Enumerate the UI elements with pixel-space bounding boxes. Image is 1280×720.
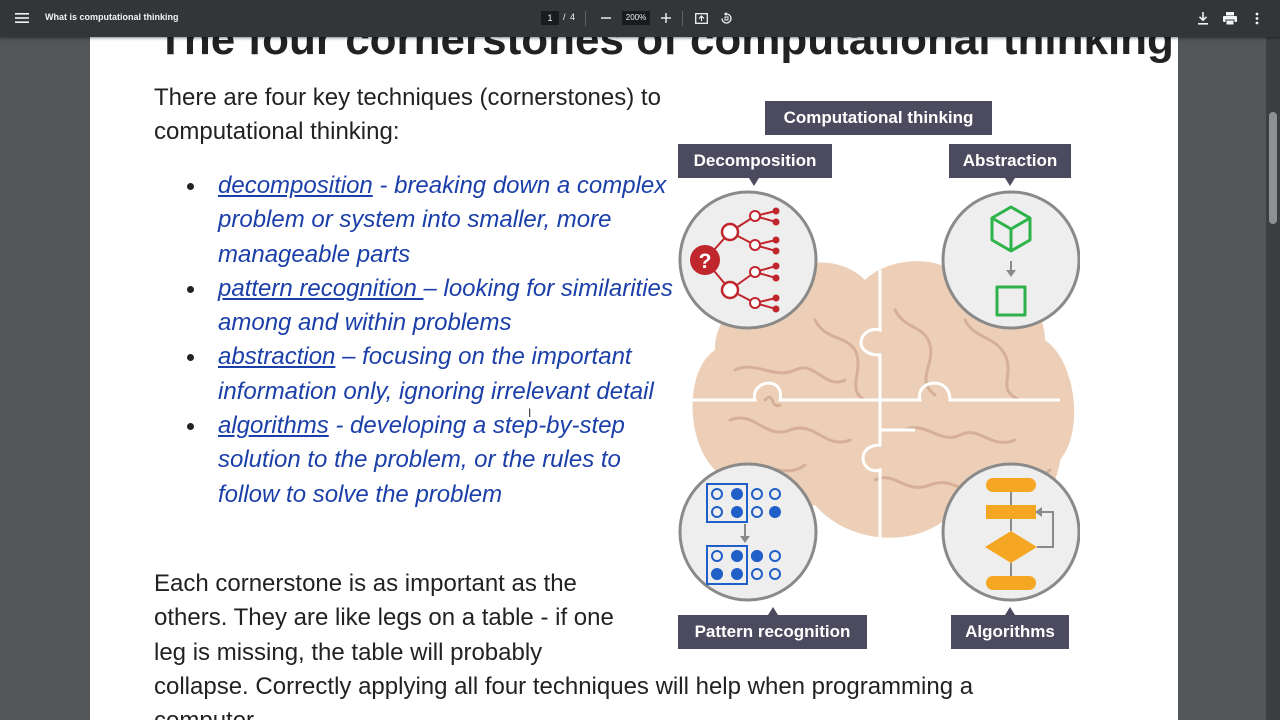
- list-item: decomposition - breaking down a complex …: [154, 169, 674, 272]
- term-description: - developing a step-by-step solution to …: [218, 412, 625, 508]
- list-item: algorithms - developing a step-by-step s…: [154, 409, 674, 512]
- diagram-title-label: Computational thinking: [765, 101, 992, 135]
- algorithms-label: Algorithms: [951, 615, 1069, 649]
- pattern-recognition-icon: [678, 462, 818, 602]
- algorithms-icon: [941, 462, 1080, 602]
- vertical-scrollbar[interactable]: [1266, 37, 1280, 720]
- text-cursor-icon: I: [528, 406, 532, 420]
- toolbar-divider: [682, 11, 683, 26]
- term-link[interactable]: abstraction: [218, 343, 336, 371]
- body-paragraph: Each cornerstone is as important as the …: [154, 570, 614, 666]
- term-link[interactable]: decomposition: [218, 172, 373, 199]
- bullet-dot: [187, 354, 194, 362]
- menu-icon[interactable]: [10, 6, 34, 30]
- term-description: - breaking down a complex problem or sys…: [218, 172, 667, 268]
- list-item: pattern recognition – looking for simila…: [154, 272, 674, 341]
- pattern-recognition-label: Pattern recognition: [678, 615, 867, 649]
- bullet-dot: [187, 285, 194, 293]
- cornerstone-list: decomposition - breaking down a complex …: [154, 169, 674, 512]
- more-options-icon[interactable]: [1245, 6, 1269, 30]
- pdf-toolbar: What is computational thinking 1 / 4 200…: [0, 0, 1280, 37]
- scrollbar-thumb[interactable]: [1269, 112, 1277, 224]
- print-icon[interactable]: [1218, 6, 1242, 30]
- document-title: What is computational thinking: [45, 12, 179, 22]
- term-description: – focusing on the important information …: [218, 343, 654, 405]
- term-description: – looking for similarities among and wit…: [218, 274, 673, 337]
- decomposition-label: Decomposition: [678, 144, 832, 178]
- decomposition-icon: ?: [678, 190, 818, 330]
- bullet-dot: [187, 423, 194, 431]
- term-link[interactable]: algorithms: [218, 412, 329, 440]
- term-link[interactable]: pattern recognition: [218, 274, 424, 302]
- rotate-icon[interactable]: [714, 6, 738, 30]
- page-total: 4: [570, 12, 576, 22]
- zoom-in-icon[interactable]: [654, 6, 678, 30]
- diagram-graphic: ?: [678, 178, 1080, 615]
- page-number-input[interactable]: 1: [541, 11, 559, 25]
- page-separator: /: [563, 12, 566, 22]
- zoom-level-input[interactable]: 200%: [622, 11, 650, 25]
- download-icon[interactable]: [1191, 6, 1215, 30]
- page-heading: The four cornerstones of computational t…: [157, 37, 1174, 64]
- brain-image: [685, 261, 1075, 560]
- label-pointers: [749, 178, 1015, 615]
- body-paragraph-line: collapse. Correctly applying all four te…: [154, 673, 974, 700]
- pdf-page: The four cornerstones of computational t…: [90, 37, 1178, 720]
- toolbar-divider: [585, 11, 586, 26]
- abstraction-label: Abstraction: [949, 144, 1071, 178]
- body-paragraph-continued: collapse. Correctly applying all four te…: [154, 670, 1054, 720]
- zoom-out-icon[interactable]: [594, 6, 618, 30]
- intro-text: There are four key techniques (cornersto…: [154, 84, 661, 145]
- body-paragraph-line: computer.: [154, 707, 259, 720]
- fit-to-page-icon[interactable]: [689, 6, 713, 30]
- list-item: abstraction – focusing on the important …: [154, 340, 674, 409]
- bullet-dot: [187, 183, 194, 190]
- abstraction-icon: [941, 190, 1080, 330]
- question-mark: ?: [699, 250, 712, 273]
- computational-thinking-diagram: ?: [675, 100, 1080, 660]
